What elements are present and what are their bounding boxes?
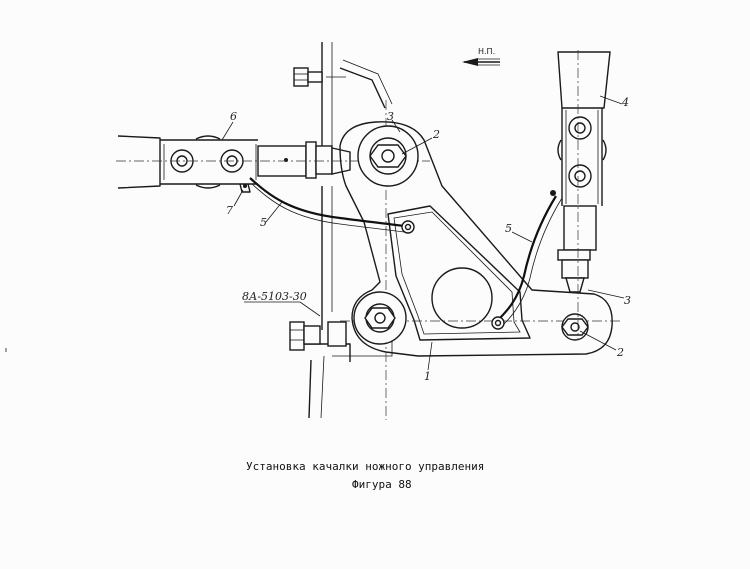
bonding-jumper-right — [491, 190, 563, 330]
frame-bolt-top — [293, 67, 346, 87]
callout-3-top: 3 — [387, 110, 394, 123]
callout-1: 1 — [424, 370, 431, 383]
rocker-top-pivot — [357, 125, 419, 187]
frame-structure — [296, 42, 393, 419]
right-control-rod — [557, 50, 611, 340]
callout-5-left: 5 — [260, 216, 267, 229]
frame-bolt-bottom — [289, 321, 347, 351]
figure-caption-title: Установка качалки ножного управления — [246, 460, 484, 473]
callout-6: 6 — [230, 110, 237, 123]
rocker-lever — [339, 100, 620, 420]
bonding-jumper-left — [249, 177, 415, 234]
callout-2-right: 2 — [616, 346, 624, 359]
rocker-main-pivot — [353, 291, 407, 345]
leader-lines — [221, 95, 625, 371]
callout-7: 7 — [226, 204, 233, 217]
rocker-right-pivot — [561, 313, 589, 341]
part-code-label: 8А-5103-30 — [242, 290, 307, 303]
direction-arrow — [462, 58, 500, 66]
callout-5-right: 5 — [505, 222, 512, 235]
callout-3-right: 3 — [624, 294, 631, 307]
callout-4: 4 — [621, 96, 629, 109]
direction-label: Н.П. — [478, 47, 495, 56]
figure-caption-number: Фигура 88 — [352, 478, 412, 491]
callout-2-top: 2 — [432, 128, 440, 141]
